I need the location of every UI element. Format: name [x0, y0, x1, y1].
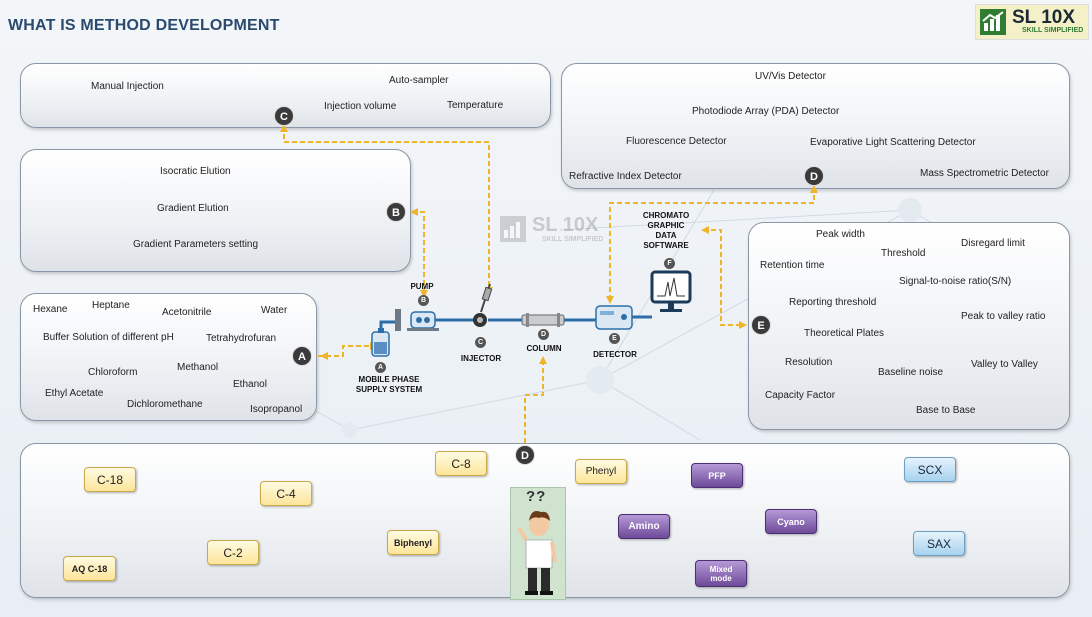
chip-amino: Amino: [618, 514, 670, 539]
solvent-item: Water: [261, 305, 288, 316]
connector-column: [524, 360, 544, 443]
connector-solvent: [318, 345, 370, 357]
software-item: Peak width: [816, 229, 865, 240]
elution-item: Isocratic Elution: [160, 166, 231, 177]
software-item: Threshold: [881, 248, 926, 259]
elution-panel: Isocratic Elution Gradient Elution Gradi…: [20, 149, 411, 272]
column-badge: D: [538, 329, 549, 340]
software-item: Signal-to-noise ratio(S/N): [899, 276, 1012, 287]
column-caption: COLUMN: [526, 344, 562, 353]
pump-badge: B: [418, 295, 429, 306]
chip-phenyl: Phenyl: [575, 459, 627, 484]
software-item: Base to Base: [916, 405, 976, 416]
page-title: WHAT IS METHOD DEVELOPMENT: [8, 17, 280, 34]
person-icon: [517, 511, 557, 595]
chip-scx: SCX: [904, 457, 956, 482]
detector-item: Fluorescence Detector: [626, 136, 727, 147]
software-item: Peak to valley ratio: [961, 311, 1046, 322]
chip-biphenyl: Biphenyl: [387, 530, 439, 555]
connector-injection: [283, 126, 490, 287]
injection-item: Manual Injection: [91, 81, 164, 92]
solvent-item: Hexane: [33, 304, 68, 315]
software-item: Resolution: [785, 357, 833, 368]
connector-software: [703, 229, 745, 326]
section-badge-d-detector: D: [804, 166, 824, 186]
connector-detector: [609, 187, 815, 300]
watermark-icon: [500, 216, 526, 242]
solvent-item: Isopropanol: [250, 404, 303, 415]
detector-caption: DETECTOR: [593, 350, 637, 359]
pump-icon: [395, 309, 439, 331]
solvent-item: Chloroform: [88, 367, 138, 378]
question-marks: ??: [526, 488, 547, 505]
solvent-item: Buffer Solution of different pH: [43, 332, 174, 343]
section-badge-a: A: [292, 346, 312, 366]
detector-item: UV/Vis Detector: [755, 71, 826, 82]
solvent-item: Methanol: [177, 362, 219, 373]
injection-item: Injection volume: [324, 101, 397, 112]
brand-tagline: SKILL SIMPLIFIED: [1022, 27, 1084, 34]
detector-icon: [595, 305, 633, 330]
software-item: Disregard limit: [961, 238, 1025, 249]
software-item: Reporting threshold: [789, 297, 877, 308]
section-badge-d-column: D: [515, 445, 535, 465]
detector-item: Refractive Index Detector: [569, 171, 682, 182]
chip-c8: C-8: [435, 451, 487, 476]
elution-item: Gradient Elution: [157, 203, 229, 214]
solvent-item: Tetrahydrofuran: [206, 333, 277, 344]
software-item: Baseline noise: [878, 367, 944, 378]
software-item: Capacity Factor: [765, 390, 836, 401]
solvent-item: Acetonitrile: [162, 307, 212, 318]
column-icon: [521, 313, 565, 327]
solvent-panel: Hexane Heptane Acetonitrile Water Buffer…: [20, 293, 317, 421]
mobile-phase-caption: MOBILE PHASE SUPPLY SYSTEM: [355, 375, 423, 394]
brand-name: SL 10X: [1012, 7, 1076, 28]
solvent-item: Heptane: [92, 300, 130, 311]
software-item: Theoretical Plates: [804, 328, 885, 339]
monitor-icon: [650, 270, 692, 312]
injection-item: Auto-sampler: [389, 75, 449, 86]
injector-badge: C: [475, 337, 486, 348]
pump-caption: PUMP: [410, 282, 434, 291]
solvent-item: Dichloromethane: [127, 399, 203, 410]
software-caption: CHROMATO GRAPHIC DATA SOFTWARE: [642, 211, 690, 250]
brand-logo: SL 10X SKILL SIMPLIFIED: [975, 4, 1089, 40]
section-badge-c: C: [274, 106, 294, 126]
solvent-item: Ethanol: [233, 379, 267, 390]
software-badge: F: [664, 258, 675, 269]
connector-elution: [412, 211, 425, 290]
watermark-name: SL 10X: [532, 214, 599, 236]
chip-cyano: Cyano: [765, 509, 817, 534]
software-item: Retention time: [760, 260, 825, 271]
software-panel: Peak width Threshold Disregard limit Ret…: [748, 222, 1070, 430]
solvent-item: Ethyl Acetate: [45, 388, 104, 399]
chip-mixed-mode: Mixed mode: [695, 560, 747, 587]
section-badge-b: B: [386, 202, 406, 222]
detector-item: Mass Spectrometric Detector: [920, 168, 1049, 179]
injection-item: Temperature: [447, 100, 504, 111]
reservoir-icon: [371, 328, 390, 357]
injector-icon: [473, 283, 493, 327]
brand-mark-icon: [980, 9, 1006, 35]
chip-c2: C-2: [207, 540, 259, 565]
chip-pfp: PFP: [691, 463, 743, 488]
injector-caption: INJECTOR: [460, 354, 502, 363]
detector-badge: E: [609, 333, 620, 344]
elution-item: Gradient Parameters setting: [133, 239, 259, 250]
chip-aq-c18: AQ C-18: [63, 556, 116, 581]
confused-person-figure: ??: [510, 487, 566, 600]
detector-item: Evaporative Light Scattering Detector: [810, 137, 976, 148]
chip-c4: C-4: [260, 481, 312, 506]
watermark-tagline: SKILL SIMPLIFIED: [542, 236, 604, 243]
section-badge-e: E: [751, 315, 771, 335]
detector-item: Photodiode Array (PDA) Detector: [692, 106, 840, 117]
software-item: Valley to Valley: [971, 359, 1038, 370]
chip-sax: SAX: [913, 531, 965, 556]
mobile-phase-badge: A: [375, 362, 386, 373]
chip-c18: C-18: [84, 467, 136, 492]
